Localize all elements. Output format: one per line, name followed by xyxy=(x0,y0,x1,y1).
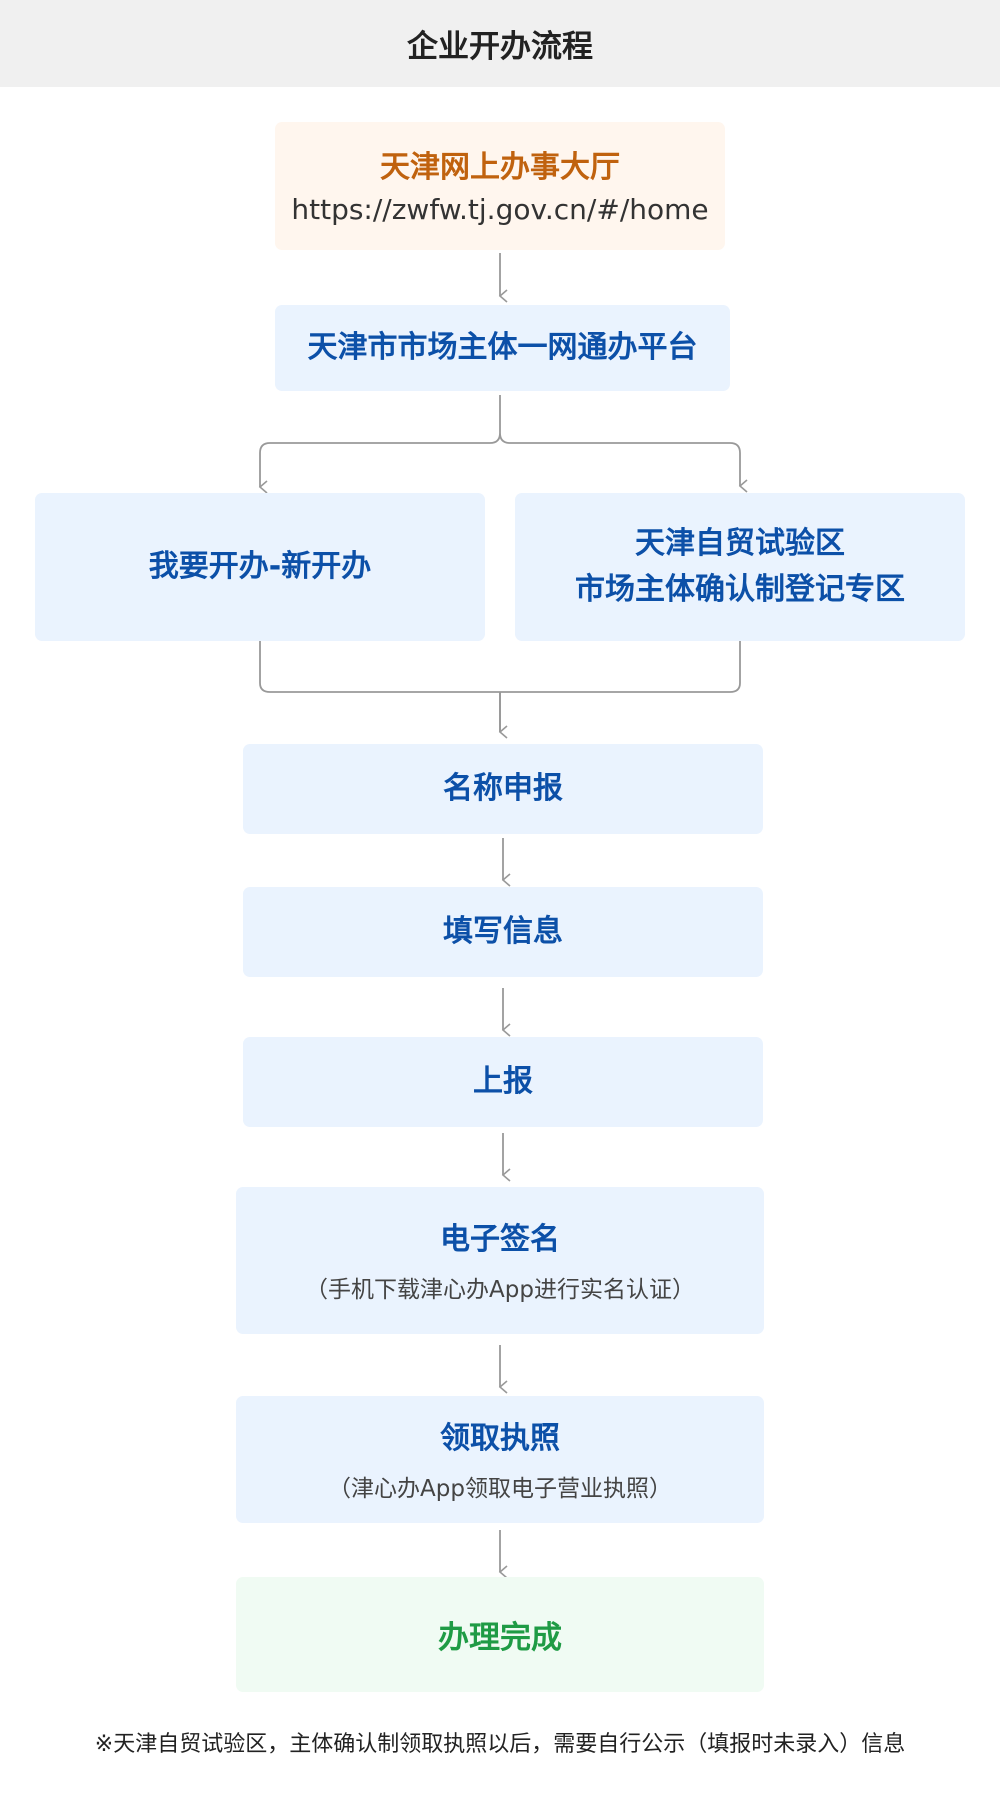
step-new-business-title: 我要开办-新开办 xyxy=(148,548,372,584)
step-fill-info-title: 填写信息 xyxy=(443,913,563,949)
step-name-declare-title: 名称申报 xyxy=(443,770,563,806)
step-e-sign-note: （手机下载津心办App进行实名认证） xyxy=(305,1276,695,1303)
step-submit-title: 上报 xyxy=(473,1063,533,1099)
step-e-sign-title: 电子签名 xyxy=(440,1222,560,1258)
step-platform-title: 天津市市场主体一网通办平台 xyxy=(307,329,698,365)
step-fill-info: 填写信息 xyxy=(243,887,763,977)
step-ftz-zone-line2: 市场主体确认制登记专区 xyxy=(575,572,905,607)
step-online-hall-url: https://zwfw.tj.gov.cn/#/home xyxy=(291,193,709,227)
step-e-sign: 电子签名 （手机下载津心办App进行实名认证） xyxy=(236,1187,764,1334)
step-name-declare: 名称申报 xyxy=(243,744,763,834)
page-title: 企业开办流程 xyxy=(0,0,1000,87)
step-done-title: 办理完成 xyxy=(438,1620,562,1656)
step-ftz-zone-line1: 天津自贸试验区 xyxy=(635,525,845,561)
step-license-title: 领取执照 xyxy=(440,1421,560,1457)
split-connector xyxy=(259,395,740,486)
step-new-business: 我要开办-新开办 xyxy=(35,493,485,641)
step-platform: 天津市市场主体一网通办平台 xyxy=(275,305,730,391)
step-submit: 上报 xyxy=(243,1037,763,1127)
step-online-hall-title: 天津网上办事大厅 xyxy=(380,149,620,185)
step-license-note: （津心办App领取电子营业执照） xyxy=(328,1475,672,1502)
step-online-hall: 天津网上办事大厅 https://zwfw.tj.gov.cn/#/home xyxy=(275,122,725,250)
step-license: 领取执照 （津心办App领取电子营业执照） xyxy=(236,1396,764,1523)
footnote: ※天津自贸试验区，主体确认制领取执照以后，需要自行公示（填报时未录入）信息 xyxy=(94,1732,906,1757)
step-ftz-zone: 天津自贸试验区 市场主体确认制登记专区 xyxy=(515,493,965,641)
step-done: 办理完成 xyxy=(236,1577,764,1692)
